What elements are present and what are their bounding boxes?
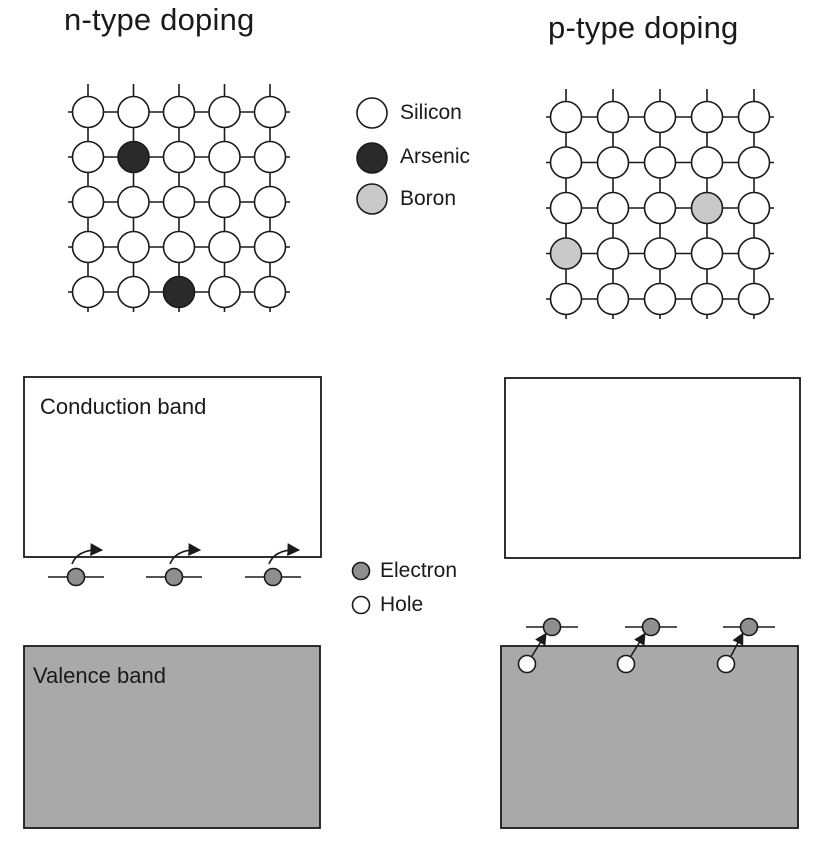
p-capture-arrow-3 [730,632,744,657]
p-atom-silicon-r1c3 [643,100,677,134]
p-capture-arrow-1 [531,632,547,657]
p-conduction-band [504,377,801,559]
p-atom-silicon-r4c2 [596,237,630,270]
p-atom-silicon-r5c1 [549,282,583,316]
legend-label-boron: Boron [400,187,457,210]
n-valence-band [23,645,321,829]
n-atom-silicon-r2c4 [208,140,241,174]
n-excitation-arrow-2 [169,543,202,565]
p-atom-silicon-r3c1 [549,191,583,225]
n-type-title: n-type doping [64,2,255,37]
n-atom-silicon-r4c2 [117,230,150,264]
n-atom-arsenic-r2c2 [117,140,150,174]
legend-label-electron: Electron [380,559,458,582]
p-acceptor-electron-1 [542,617,562,637]
n-excitation-arrow-1 [71,543,104,565]
p-atom-silicon-r5c4 [690,282,724,316]
legend-label-silicon: Silicon [400,101,462,124]
n-atom-silicon-r3c1 [71,185,105,219]
p-atom-silicon-r2c1 [549,146,583,179]
n-atom-silicon-r5c4 [208,275,241,309]
legend-marker-electron [351,561,371,581]
p-atom-silicon-r5c5 [737,282,771,316]
valence-band-label: Valence band [33,663,166,688]
n-atom-silicon-r1c2 [117,95,150,129]
p-hole-3 [716,654,736,674]
conduction-band-label: Conduction band [40,394,207,419]
p-atom-silicon-r3c3 [643,191,677,225]
n-donor-electron-2 [164,567,184,587]
n-donor-electron-3 [263,567,283,587]
n-atom-silicon-r4c4 [208,230,241,264]
p-atom-silicon-r5c3 [643,282,677,316]
n-atom-silicon-r3c4 [208,185,241,219]
p-atom-silicon-r2c2 [596,146,630,179]
n-atom-arsenic-r5c3 [162,275,196,309]
n-atom-silicon-r2c1 [71,140,105,174]
p-acceptor-electron-3 [739,617,759,637]
n-atom-silicon-r2c3 [162,140,196,174]
p-atom-silicon-r1c5 [737,100,771,134]
p-atom-silicon-r3c5 [737,191,771,225]
n-lattice [68,84,290,312]
p-atom-silicon-r1c2 [596,100,630,134]
n-atom-silicon-r1c5 [253,95,287,129]
p-atom-silicon-r4c3 [643,237,677,270]
n-atom-silicon-r2c5 [253,140,287,174]
legend-marker-arsenic [356,142,388,174]
p-atom-silicon-r3c2 [596,191,630,225]
p-atom-silicon-r1c4 [690,100,724,134]
n-atom-silicon-r3c5 [253,185,287,219]
p-hole-2 [616,654,636,674]
p-atom-silicon-r2c4 [690,146,724,179]
p-atom-boron-r4c1 [549,237,583,270]
n-atom-silicon-r1c1 [71,95,105,129]
p-atom-silicon-r1c1 [549,100,583,134]
n-atom-silicon-r3c3 [162,185,196,219]
p-valence-band [500,645,799,829]
n-atom-silicon-r4c1 [71,230,105,264]
n-excitation-arrow-3 [268,543,301,565]
n-atom-silicon-r4c3 [162,230,196,264]
n-atom-silicon-r5c2 [117,275,150,309]
p-acceptor-electron-2 [641,617,661,637]
n-atom-silicon-r5c1 [71,275,105,309]
p-atom-silicon-r4c4 [690,237,724,270]
n-atom-silicon-r5c5 [253,275,287,309]
n-atom-silicon-r3c2 [117,185,150,219]
legend-label-hole: Hole [380,593,424,616]
p-hole-1 [517,654,537,674]
p-atom-silicon-r4c5 [737,237,771,270]
p-capture-arrow-2 [630,632,646,657]
n-conduction-band [23,376,322,558]
n-donor-electron-1 [66,567,86,587]
legend-marker-silicon [356,97,388,129]
n-atom-silicon-r1c3 [162,95,196,129]
p-atom-silicon-r2c5 [737,146,771,179]
p-type-title: p-type doping [548,10,739,45]
legend-label-arsenic: Arsenic [400,145,471,168]
p-atom-boron-r3c4 [690,191,724,225]
legend-marker-hole [351,595,371,615]
n-atom-silicon-r4c5 [253,230,287,264]
p-atom-silicon-r2c3 [643,146,677,179]
n-atom-silicon-r1c4 [208,95,241,129]
p-lattice [546,89,774,319]
p-atom-silicon-r5c2 [596,282,630,316]
legend-marker-boron [356,183,388,215]
